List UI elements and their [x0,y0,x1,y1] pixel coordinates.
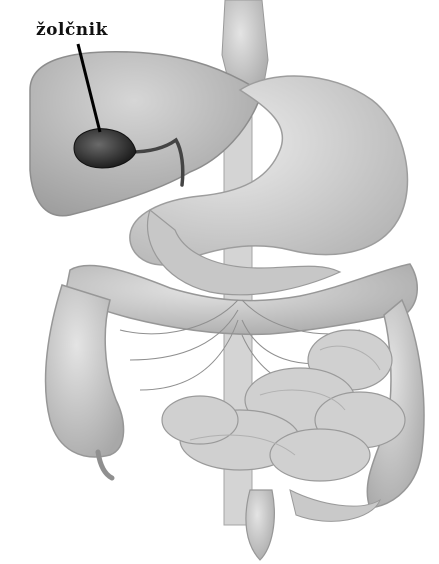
sigmoid-colon [290,490,380,521]
gallbladder-label: žolčnik [36,20,108,40]
rectum [246,490,274,560]
small-intestine [162,330,405,481]
